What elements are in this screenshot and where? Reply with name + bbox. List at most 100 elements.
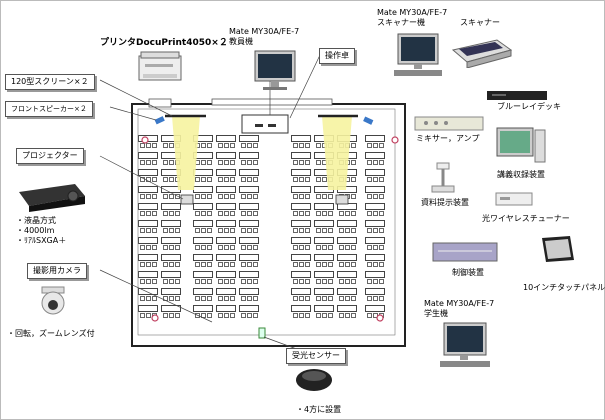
chair <box>218 177 223 182</box>
chair <box>305 194 310 199</box>
touch-panel-image <box>538 234 578 266</box>
chair <box>241 143 246 148</box>
desk <box>337 254 357 261</box>
chair <box>140 228 145 233</box>
chair <box>224 177 229 182</box>
document-camera-label: 資料提示装置 <box>421 198 469 207</box>
chair <box>201 228 206 233</box>
chair <box>367 177 372 182</box>
chair <box>299 313 304 318</box>
chair <box>207 313 212 318</box>
chair <box>322 194 327 199</box>
desk <box>239 271 259 278</box>
chair <box>316 160 321 165</box>
chair <box>140 262 145 267</box>
chair <box>351 262 356 267</box>
chair <box>169 245 174 250</box>
front-speaker-label: フロントスピーカー×２ <box>5 101 93 117</box>
chair <box>224 313 229 318</box>
chair <box>367 279 372 284</box>
chair <box>230 313 235 318</box>
desk <box>138 203 158 210</box>
chair <box>253 194 258 199</box>
chair <box>367 160 372 165</box>
desk <box>193 305 213 312</box>
chair <box>169 143 174 148</box>
projector-left <box>180 194 194 205</box>
chair <box>163 228 168 233</box>
desk <box>337 288 357 295</box>
document-camera-image <box>428 160 458 194</box>
chair <box>230 262 235 267</box>
chair <box>224 279 229 284</box>
desk <box>365 254 385 261</box>
chair <box>224 211 229 216</box>
chair <box>224 194 229 199</box>
printer-title: プリンタDocuPrint4050×２ <box>100 38 228 48</box>
chair <box>195 245 200 250</box>
chair <box>293 279 298 284</box>
desk <box>239 135 259 142</box>
chair <box>152 143 157 148</box>
chair <box>339 279 344 284</box>
desk <box>365 135 385 142</box>
chair <box>351 279 356 284</box>
desk <box>337 220 357 227</box>
chair <box>140 245 145 250</box>
chair <box>322 262 327 267</box>
chair <box>253 211 258 216</box>
chair <box>218 262 223 267</box>
chair <box>140 194 145 199</box>
student-pc-label: Mate MY30A/FE-7 学生機 <box>424 299 495 318</box>
desk <box>138 169 158 176</box>
chair <box>241 194 246 199</box>
chair <box>207 211 212 216</box>
chair <box>146 313 151 318</box>
chair <box>152 228 157 233</box>
desk <box>314 203 334 210</box>
desk <box>291 152 311 159</box>
chair <box>253 177 258 182</box>
chair <box>218 194 223 199</box>
chair <box>247 160 252 165</box>
chair <box>253 279 258 284</box>
chair <box>224 228 229 233</box>
desk <box>138 288 158 295</box>
chair <box>328 296 333 301</box>
chair <box>163 279 168 284</box>
chair <box>322 279 327 284</box>
chair <box>152 245 157 250</box>
chair <box>253 313 258 318</box>
desk <box>365 271 385 278</box>
chair <box>247 228 252 233</box>
desk <box>193 271 213 278</box>
chair <box>146 228 151 233</box>
chair <box>207 245 212 250</box>
chair <box>351 228 356 233</box>
desk <box>161 254 181 261</box>
chair <box>373 177 378 182</box>
chair <box>328 245 333 250</box>
chair <box>218 245 223 250</box>
desk <box>138 271 158 278</box>
wireless-tuner-label: 光ワイヤレスチューナー <box>482 214 570 223</box>
chair <box>241 211 246 216</box>
camera-label: 撮影用カメラ <box>27 263 87 279</box>
chair <box>163 194 168 199</box>
chair <box>195 177 200 182</box>
chair <box>201 143 206 148</box>
chair <box>230 279 235 284</box>
desk <box>216 135 236 142</box>
chair <box>207 160 212 165</box>
desk <box>193 288 213 295</box>
desk <box>365 220 385 227</box>
bluray-image <box>486 87 548 101</box>
chair <box>195 228 200 233</box>
chair <box>218 160 223 165</box>
chair <box>201 194 206 199</box>
chair <box>379 177 384 182</box>
desk <box>138 220 158 227</box>
chair <box>316 245 321 250</box>
chair <box>253 296 258 301</box>
desk <box>239 169 259 176</box>
